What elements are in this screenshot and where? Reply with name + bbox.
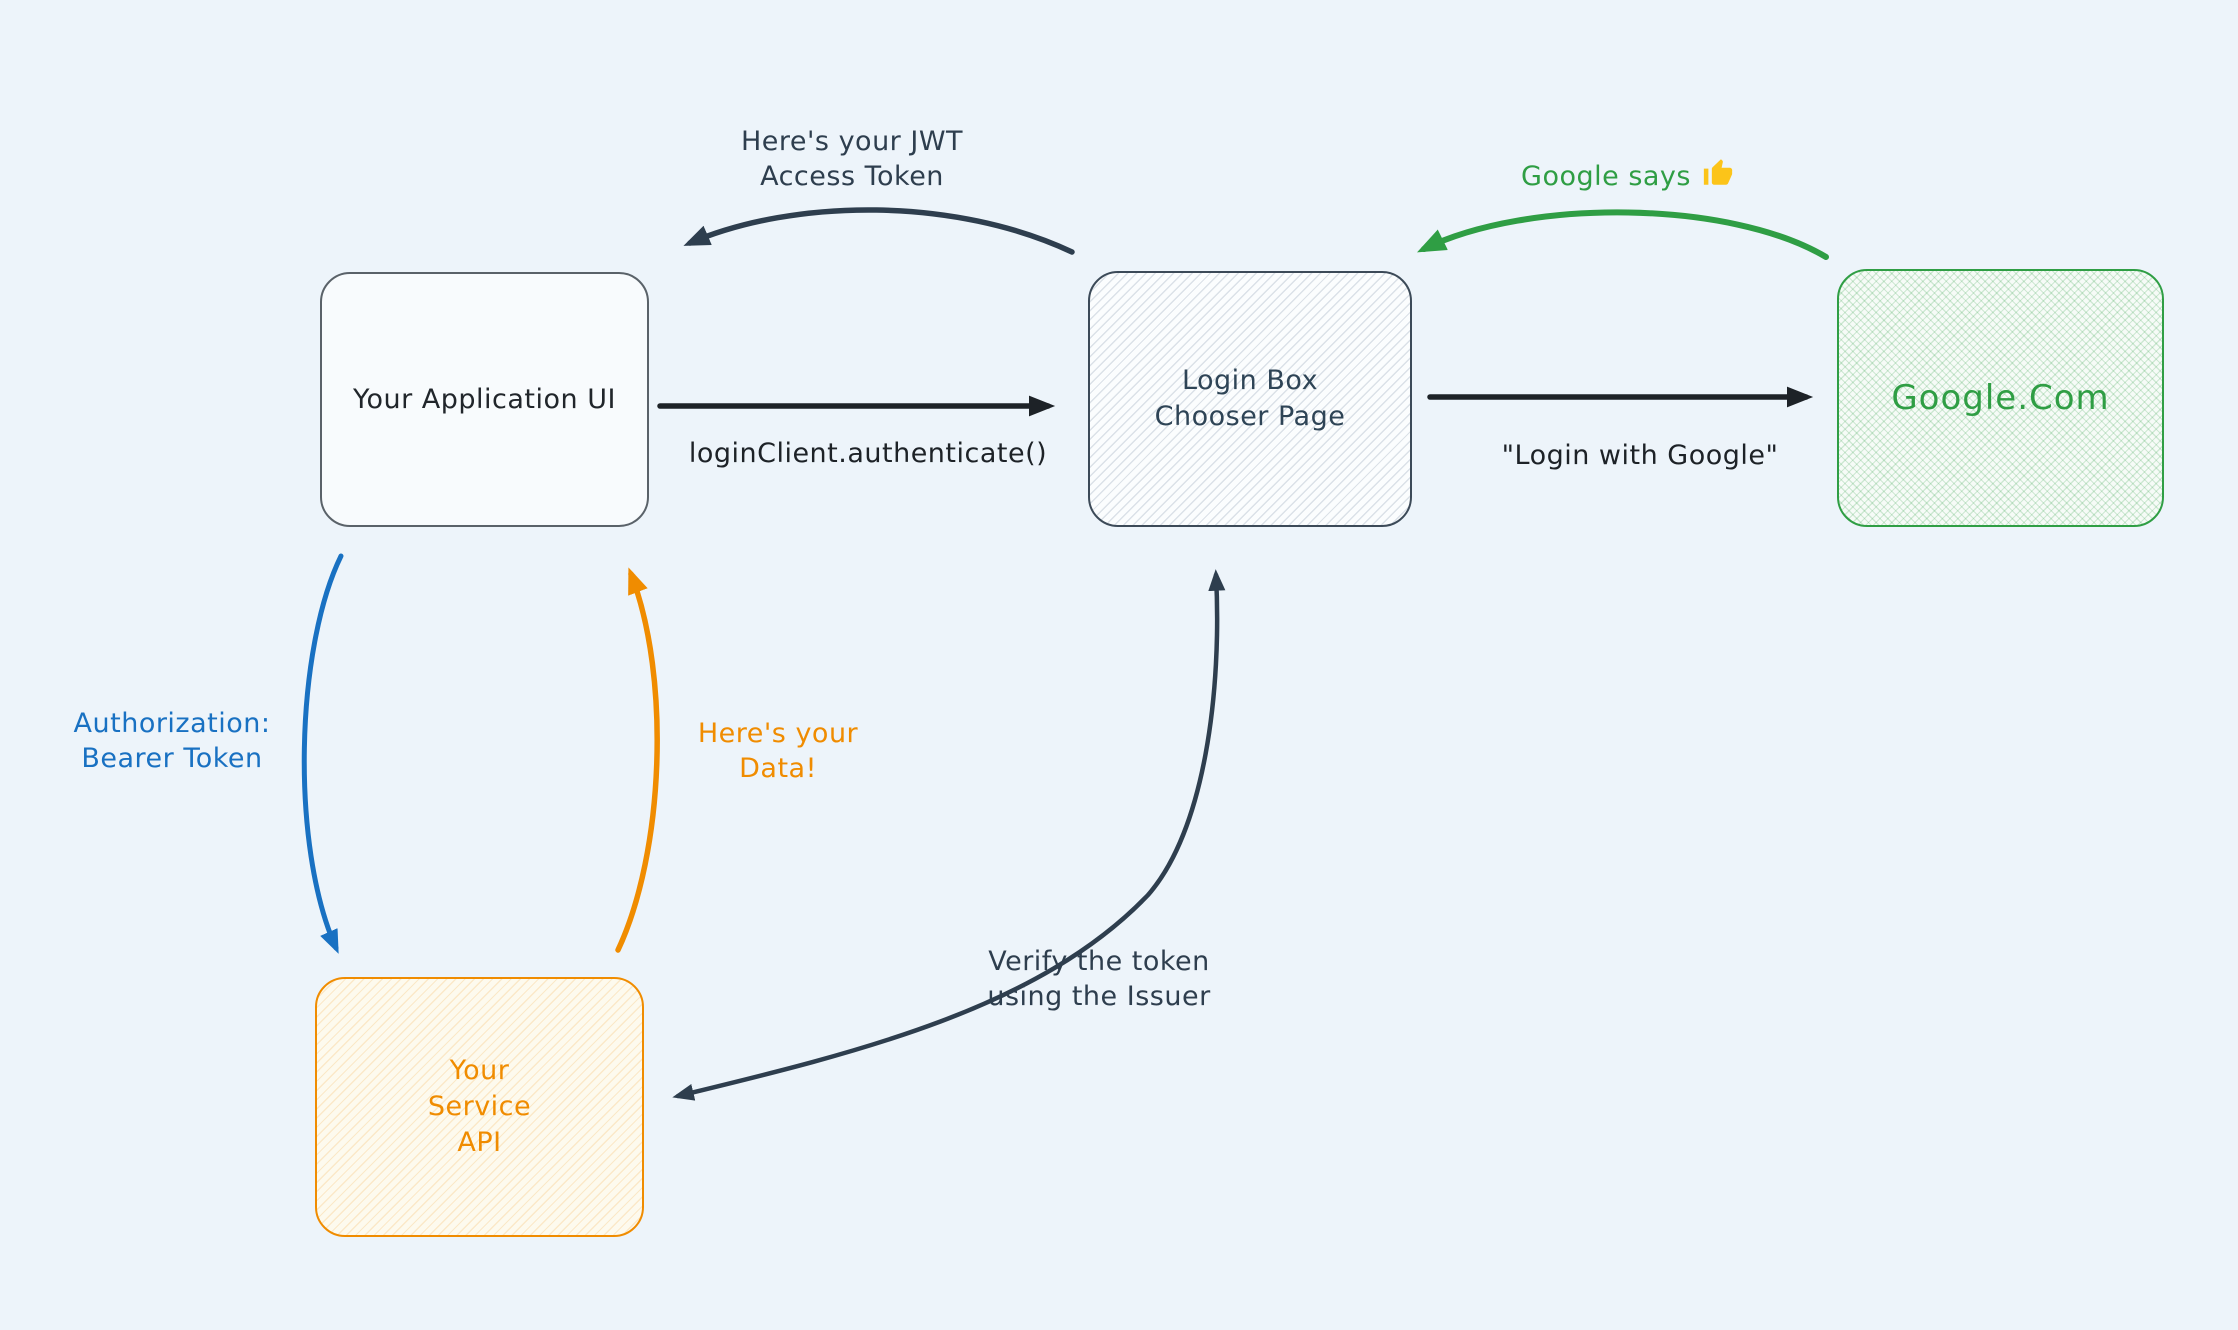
label-line: Here's your [697,718,859,749]
label-line: Access Token [760,161,944,192]
node-label: Your Application UI [353,383,616,415]
thumbs-up-icon [1701,155,1735,198]
node-label-line: Login Box [1181,365,1319,396]
label-line: Data! [739,753,817,784]
node-label-line: Service [427,1091,532,1122]
edge-google-says-arrow [1416,209,1829,260]
edge-verify-token-arrow [672,569,1226,1101]
label-google-says: Google says [1521,155,1735,198]
label-line: Bearer Token [81,743,263,774]
node-label-line: API [457,1127,502,1158]
node-your-service-api: Your Service API [315,977,644,1237]
node-label: Google.Com [1891,378,2110,418]
edge-jwt-token-arrow [683,207,1075,255]
edge-data-arrow [615,567,660,953]
label-line: Here's your JWT [740,126,964,157]
label-line: "Login with Google" [1501,440,1779,471]
node-label-line: Your [449,1055,510,1086]
node-login-box-chooser-page: Login Box Chooser Page [1088,271,1412,527]
label-line: loginClient.authenticate() [688,438,1048,469]
label-line: Google says [1521,161,1691,192]
node-google-com: Google.Com [1837,269,2164,527]
label-login-with-google: "Login with Google" [1502,438,1779,473]
label-jwt-access-token: Here's your JWT Access Token [741,124,963,194]
label-login-client-authenticate: loginClient.authenticate() [689,436,1047,471]
node-your-application-ui: Your Application UI [320,272,649,527]
label-line: Verify the token [988,946,1210,977]
label-heres-your-data: Here's your Data! [698,716,858,786]
node-label-line: Chooser Page [1154,401,1346,432]
label-line: Authorization: [73,708,271,739]
label-verify-token-issuer: Verify the token using the Issuer [987,944,1210,1014]
label-authorization-bearer-token: Authorization: Bearer Token [74,706,271,776]
edge-authorization-arrow [301,553,344,954]
label-line: using the Issuer [987,981,1211,1012]
